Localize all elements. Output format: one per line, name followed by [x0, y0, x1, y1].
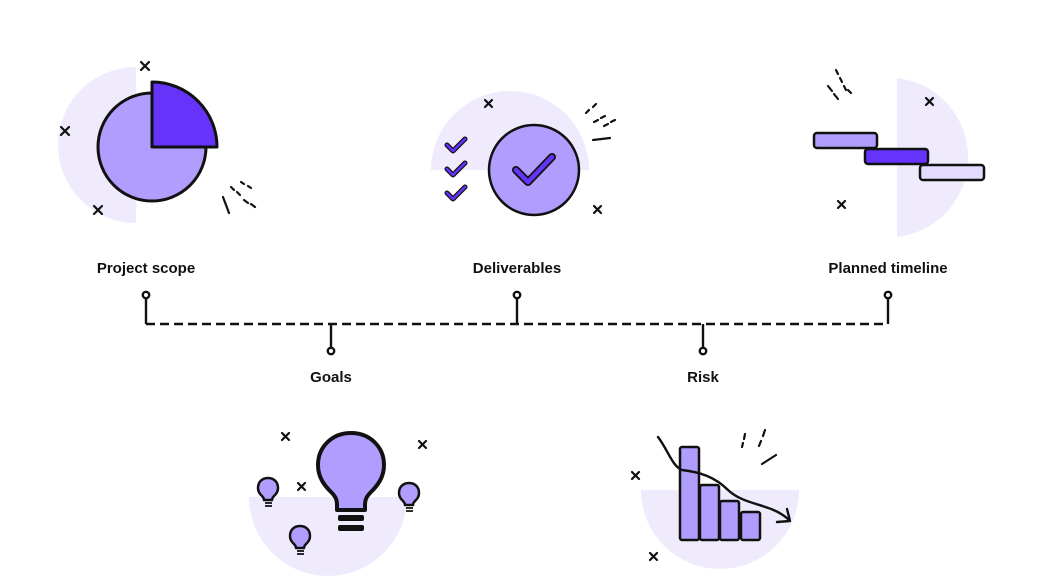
checkmark-circle-icon	[431, 91, 617, 217]
lightbulb-icon	[249, 431, 428, 576]
planned-timeline-label: Planned timeline	[828, 260, 948, 277]
deliverables-label: Deliverables	[472, 260, 562, 277]
goals-label: Goals	[310, 369, 352, 386]
timeline-connector	[141, 290, 893, 356]
pie-chart-icon	[58, 60, 257, 223]
project-scope-label: Project scope	[96, 260, 196, 277]
declining-bar-chart-icon	[630, 428, 799, 569]
gantt-bars-icon	[812, 68, 986, 237]
risk-label: Risk	[687, 369, 719, 386]
